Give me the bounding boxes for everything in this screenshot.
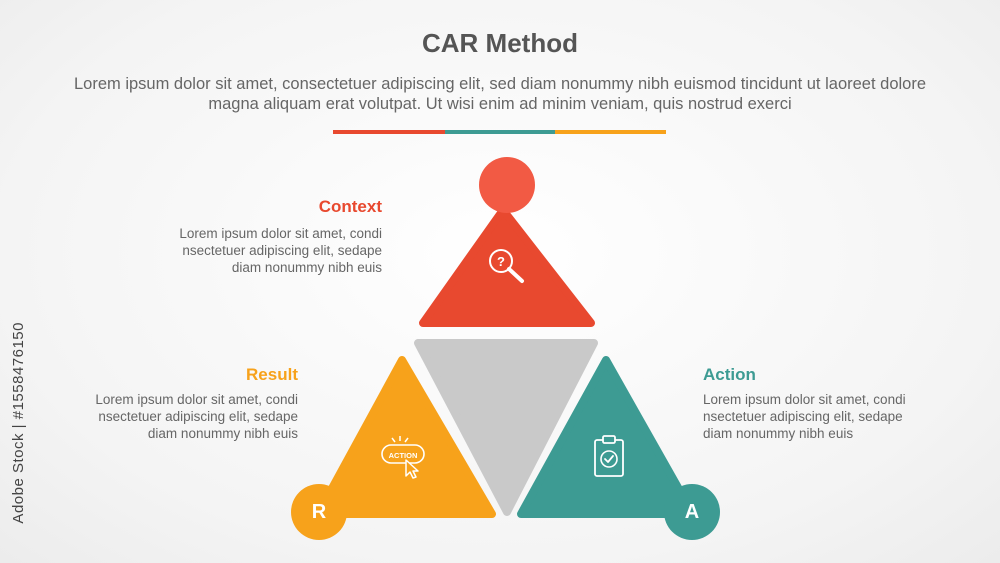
action-letter-badge: A <box>664 484 720 540</box>
magnifier-question-icon: ? <box>489 249 524 283</box>
stock-watermark-text: Adobe Stock | #1558476150 <box>10 322 27 524</box>
divider-action <box>445 130 555 134</box>
context-triangle <box>419 206 595 327</box>
svg-text:?: ? <box>497 254 505 269</box>
result-line: Lorem ipsum dolor sit amet, condi <box>95 392 298 407</box>
action-icon-text: ACTION <box>389 451 418 460</box>
action-line: Lorem ipsum dolor sit amet, condi <box>703 392 906 407</box>
result-triangle <box>314 356 496 518</box>
result-description: Lorem ipsum dolor sit amet, condi nsecte… <box>36 391 298 442</box>
action-button-click-icon: ACTION <box>381 436 425 479</box>
context-line: nsectetuer adipiscing elit, sedape <box>182 243 382 258</box>
divider-context <box>333 130 445 134</box>
clipboard-check-icon <box>594 435 624 477</box>
context-description: Lorem ipsum dolor sit amet, condi nsecte… <box>120 225 382 276</box>
result-letter-badge: R <box>291 484 347 540</box>
divider-result <box>555 130 666 134</box>
action-description: Lorem ipsum dolor sit amet, condi nsecte… <box>703 391 973 442</box>
context-heading: Context <box>318 197 382 216</box>
result-heading: Result <box>246 365 298 384</box>
action-heading: Action <box>703 365 756 384</box>
center-triangle <box>414 339 598 516</box>
result-line: nsectetuer adipiscing elit, sedape <box>98 409 298 424</box>
context-line: diam nonummy nibh euis <box>231 260 382 275</box>
context-circle <box>479 157 535 213</box>
context-line: Lorem ipsum dolor sit amet, condi <box>179 226 382 241</box>
result-line: diam nonummy nibh euis <box>147 426 298 441</box>
page-subtitle: Lorem ipsum dolor sit amet, consectetuer… <box>73 75 927 113</box>
action-line: nsectetuer adipiscing elit, sedape <box>703 409 903 424</box>
action-line: diam nonummy nibh euis <box>703 426 854 441</box>
page-title: CAR Method <box>422 28 578 58</box>
